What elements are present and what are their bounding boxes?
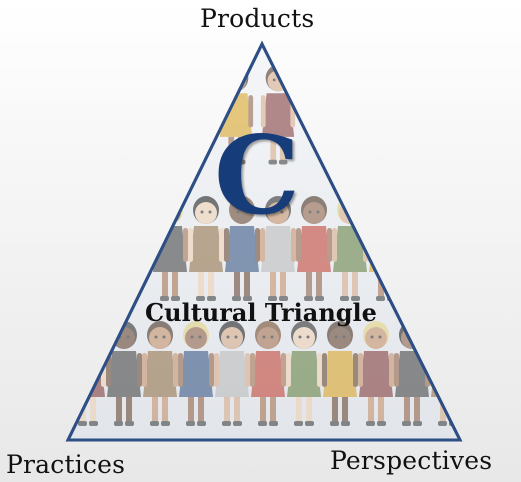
- triangle-title: Cultural Triangle: [145, 298, 377, 327]
- vertex-label-practices: Practices: [6, 450, 126, 479]
- child-figure: [142, 321, 178, 426]
- child-figure: [188, 196, 224, 301]
- child-figure: [224, 196, 260, 301]
- child-figure: [250, 321, 286, 426]
- child-figure: [214, 321, 250, 426]
- vertex-label-perspectives: Perspectives: [330, 446, 493, 475]
- child-figure: [358, 321, 394, 426]
- vertex-label-products: Products: [200, 4, 315, 33]
- child-figure: [286, 321, 322, 426]
- triangle-letter: C: [214, 113, 300, 239]
- triangle-border: [65, 40, 463, 442]
- child-figure: [322, 321, 358, 426]
- child-figure: [178, 321, 214, 426]
- child-figure: [260, 196, 296, 301]
- child-figure: [296, 196, 332, 301]
